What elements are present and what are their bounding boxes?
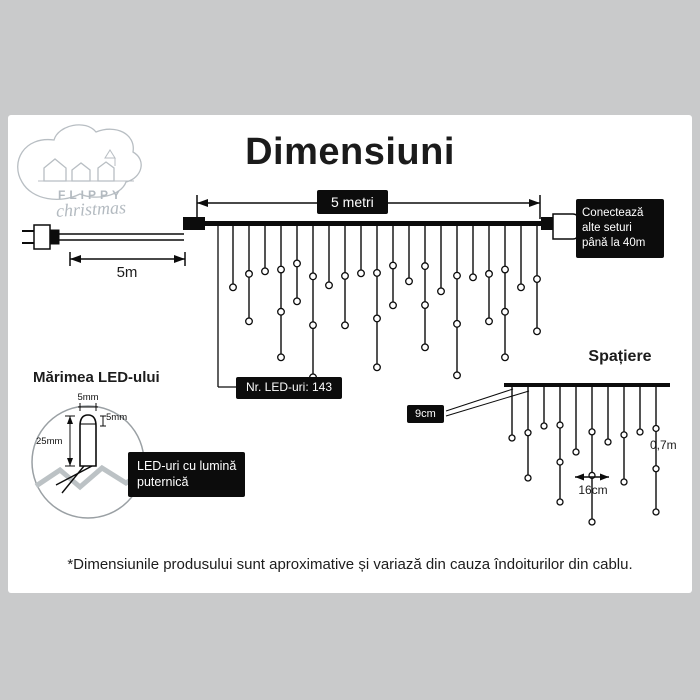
main-cable: [183, 213, 592, 240]
disclaimer-text: *Dimensiunile produsului sunt aproximati…: [67, 556, 633, 573]
spacing-title: Spațiere: [588, 348, 652, 365]
led-length-label: 25mm: [36, 436, 63, 447]
length-label: 5 metri: [317, 190, 388, 215]
lead-length-label: 5m: [116, 264, 138, 281]
connect-note-line1: Conectează: [582, 207, 644, 219]
led-size-title: Mărimea LED-ului: [33, 369, 160, 386]
logo-brand-text: FLIPPY: [57, 188, 124, 202]
logo-sketch-icon: [17, 124, 142, 200]
led-count-label: Nr. LED-uri: 143: [236, 377, 343, 399]
led-width-label: 5mm: [77, 392, 99, 403]
led-head-label: 5mm: [106, 412, 128, 423]
led-note: LED-uri cu lumină puternică: [128, 452, 246, 497]
connect-note: Conectează alte seturi până la 40m: [576, 199, 664, 258]
lead-cable-plug: [22, 224, 184, 250]
spacing-height-label: 0,7m: [650, 438, 677, 452]
lead-dimension: [69, 252, 186, 266]
icicle-curtain: [229, 226, 541, 382]
spacing-annotations: [445, 388, 609, 481]
spacing-bottom-gap-label: 16cm: [578, 483, 608, 497]
spacing-cable: [504, 383, 670, 387]
connect-note-line3: până la 40m: [582, 236, 646, 249]
connect-note-line2: alte seturi: [582, 221, 632, 234]
page-title: Dimensiuni: [245, 131, 455, 173]
spacing-top-gap-label: 9cm: [407, 405, 444, 424]
led-note-line1: LED-uri cu lumină: [137, 459, 237, 473]
led-note-line2: puternică: [137, 475, 189, 490]
led-count-leader: [217, 226, 236, 388]
spacing-curtain: [508, 387, 660, 526]
